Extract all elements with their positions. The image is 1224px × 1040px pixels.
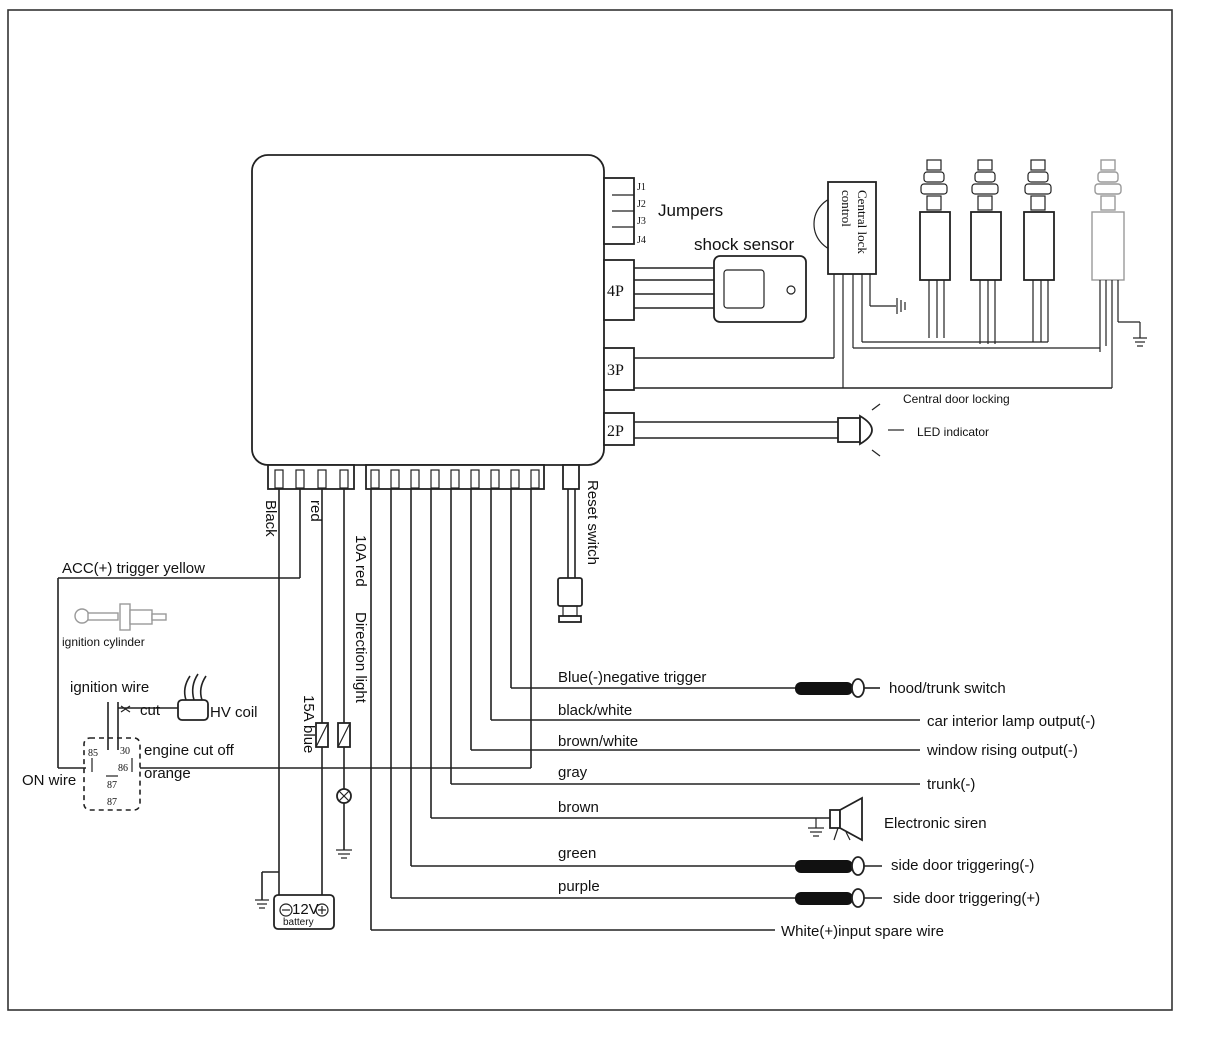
shock-sensor	[713, 255, 807, 323]
reset-switch-icon[interactable]	[557, 489, 583, 623]
acc-trigger-label: ACC(+) trigger yellow	[62, 560, 205, 577]
jumpers-label: Jumpers	[658, 201, 723, 220]
side-door-plus-switch-icon	[795, 888, 882, 908]
fuse-15a-icon	[315, 722, 329, 748]
relay-pin-87a: 87	[107, 780, 117, 791]
shock-sensor-label: shock sensor	[694, 235, 794, 254]
direction-lamp-icon	[336, 788, 352, 859]
side-door-minus-switch-icon	[795, 856, 882, 876]
black-wire-label: Black	[262, 500, 279, 537]
reset-switch-label: Reset switch	[584, 480, 601, 565]
battery-voltage-label: 12V	[292, 901, 319, 918]
port-2p-label: 2P	[607, 423, 624, 440]
orange-wire-label: orange	[144, 765, 191, 782]
ignition-wire-label: ignition wire	[70, 679, 149, 696]
port-2p-wiring	[634, 421, 838, 439]
reset-connector	[562, 464, 580, 490]
central-lock-label-line1: Central lock	[855, 190, 870, 254]
side-door-plus-label: side door triggering(+)	[893, 890, 1040, 907]
window-rising-label: window rising output(-)	[926, 742, 1078, 759]
shock-sensor-wiring	[634, 267, 714, 309]
hv-coil-label: HV coil	[210, 704, 258, 721]
port-3p-label: 3P	[607, 362, 624, 379]
led-indicator-icon	[837, 403, 904, 457]
brown-wire-label: brown	[558, 799, 599, 816]
port-4p-label: 4P	[607, 283, 624, 300]
port-3p-wiring	[634, 357, 1112, 389]
interior-lamp-label: car interior lamp output(-)	[927, 713, 1095, 730]
jumper-j4-label: J4	[637, 235, 646, 246]
side-door-minus-label: side door triggering(-)	[891, 857, 1034, 874]
lock-actuator-master	[1091, 159, 1147, 388]
port-4p	[603, 259, 635, 321]
electronic-siren-icon	[808, 796, 863, 842]
jumpers-block: J1 J2 J3 J4 Jumpers	[603, 177, 723, 246]
ignition-cut-wiring	[107, 702, 178, 750]
output-wiring	[370, 489, 920, 931]
relay-pin-30: 30	[120, 746, 130, 757]
trunk-label: trunk(-)	[927, 776, 975, 793]
port-3p	[603, 347, 635, 391]
blue-wire-label: Blue(-)negative trigger	[558, 669, 706, 686]
jumper-j2-label: J2	[637, 199, 646, 210]
diagram-frame	[7, 9, 1173, 1011]
port-2p	[603, 412, 635, 446]
lock-actuator-3	[1023, 159, 1055, 342]
brown-white-wire-label: brown/white	[558, 733, 638, 750]
battery-label: battery	[283, 917, 314, 928]
white-spare-wire-label: White(+)input spare wire	[781, 923, 944, 940]
direction-light-label: Direction light	[352, 612, 369, 704]
led-indicator-label: LED indicator	[917, 425, 989, 439]
central-lock-control: Central lock control	[813, 181, 906, 388]
central-lock-label-line2: control	[839, 190, 854, 227]
jumper-j3-label: J3	[637, 216, 646, 227]
hv-coil-icon	[177, 673, 209, 721]
gray-wire-label: gray	[558, 764, 588, 781]
cut-label: cut	[140, 702, 161, 719]
power-wiring	[278, 489, 345, 895]
central-door-locking-label: Central door locking	[903, 392, 1010, 406]
central-lock-bus	[853, 341, 1100, 349]
ignition-cylinder-icon	[74, 603, 167, 631]
red-wire-label: red	[307, 500, 324, 522]
engine-cut-relay	[83, 737, 141, 811]
black-white-wire-label: black/white	[558, 702, 632, 719]
on-wire-label: ON wire	[22, 772, 76, 789]
bottom-connector-right	[365, 464, 545, 490]
hood-trunk-switch-icon	[795, 678, 880, 698]
hood-trunk-switch-label: hood/trunk switch	[889, 680, 1006, 697]
ignition-cylinder-label: ignition cylinder	[62, 635, 145, 649]
acc-ignition-circuit	[57, 577, 300, 769]
jumper-j1-label: J1	[637, 182, 646, 193]
lock-actuator-2	[970, 159, 1002, 344]
control-unit: J1 J2 J3 J4 Jumpers 4P 3P 2P	[251, 154, 723, 490]
relay-pin-87b: 87	[107, 797, 117, 808]
bottom-connector-left	[267, 464, 355, 490]
battery-icon	[255, 871, 335, 930]
ten-a-red-label: 10A red	[352, 535, 369, 587]
lock-actuator-1	[919, 159, 951, 338]
fifteen-a-blue-label: 15A blue	[300, 695, 317, 753]
purple-wire-label: purple	[558, 878, 600, 895]
fuse-10a-icon	[337, 722, 351, 748]
engine-cut-off-label: engine cut off	[144, 742, 235, 759]
green-wire-label: green	[558, 845, 596, 862]
relay-pin-85: 85	[88, 748, 98, 759]
electronic-siren-label: Electronic siren	[884, 815, 987, 832]
relay-pin-86: 86	[118, 763, 128, 774]
